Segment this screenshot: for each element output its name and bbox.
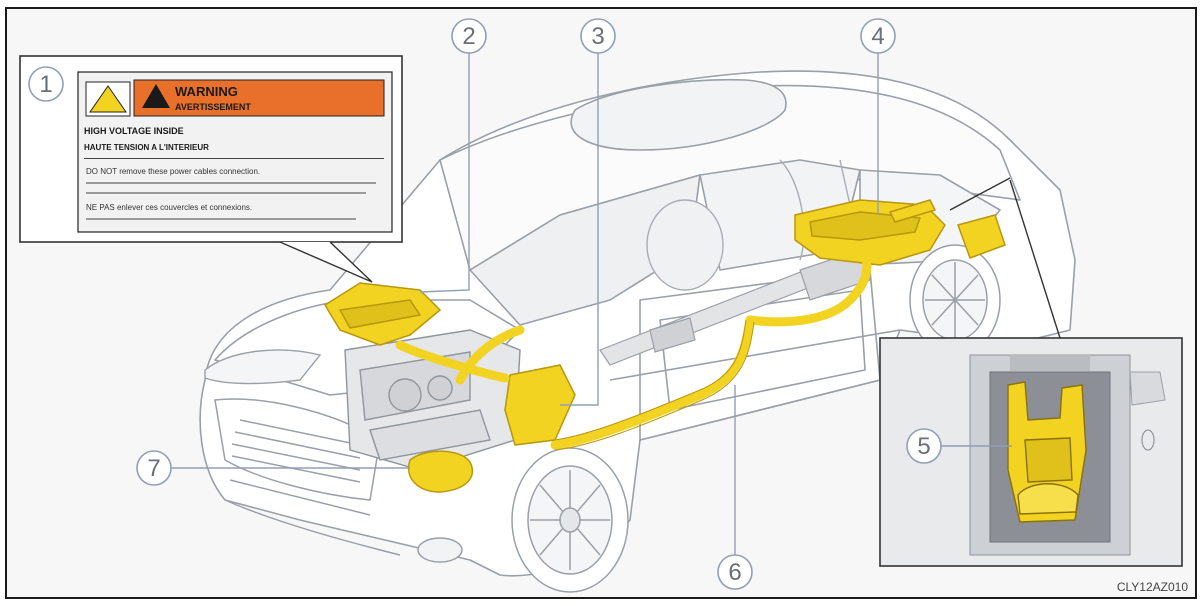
callout-6-number: 6 (728, 559, 741, 586)
ac-compressor (407, 450, 473, 493)
front-grille (214, 398, 463, 563)
power-cables (395, 250, 872, 450)
callout-5-number: 5 (917, 433, 930, 460)
rear-wheel (909, 244, 1001, 356)
avertissement-text: AVERTISSEMENT (175, 102, 251, 112)
callout-4-number: 4 (871, 23, 884, 50)
callout-3-number: 3 (591, 23, 604, 50)
leader-lines (170, 50, 1012, 560)
power-control-unit-top (339, 299, 421, 329)
headlight (204, 349, 322, 385)
image-code: CLY12AZ010 (1117, 580, 1188, 594)
callout-6: 6 (717, 554, 753, 590)
ne-pas-text: NE PAS enlever ces couvercles et connexi… (86, 203, 252, 212)
do-not-text: DO NOT remove these power cables connect… (86, 167, 260, 176)
callout-4: 4 (860, 18, 896, 54)
callout-7-number: 7 (147, 455, 160, 482)
warning-text: WARNING (175, 84, 238, 99)
front-wheel (511, 447, 629, 593)
callout-7: 7 (136, 450, 172, 486)
callout-markers: 1 2 3 4 5 6 7 (28, 18, 942, 590)
high-voltage-text: HIGH VOLTAGE INSIDE (84, 126, 184, 136)
callout-2-number: 2 (462, 23, 475, 50)
service-plug (1007, 381, 1087, 523)
warning-triangle-icon (89, 85, 127, 113)
battery-cable-connector (889, 199, 936, 223)
haute-tension-text: HAUTE TENSION A L'INTERIEUR (84, 143, 209, 152)
callout-2: 2 (451, 18, 487, 54)
callout-5: 5 (906, 428, 942, 464)
engine-block (344, 329, 521, 471)
callout-3: 3 (580, 18, 616, 54)
callout-1: 1 (28, 66, 64, 102)
callout-1-number: 1 (39, 71, 52, 98)
hybrid-battery-top (809, 211, 921, 241)
hazard-icon (142, 84, 170, 108)
battery-junction-block (957, 214, 1006, 259)
power-cables-outline (554, 319, 755, 451)
service-plug-inset (879, 177, 1183, 567)
warning-label-callout: WARNING AVERTISSEMENT HIGH VOLTAGE INSID… (19, 55, 403, 283)
